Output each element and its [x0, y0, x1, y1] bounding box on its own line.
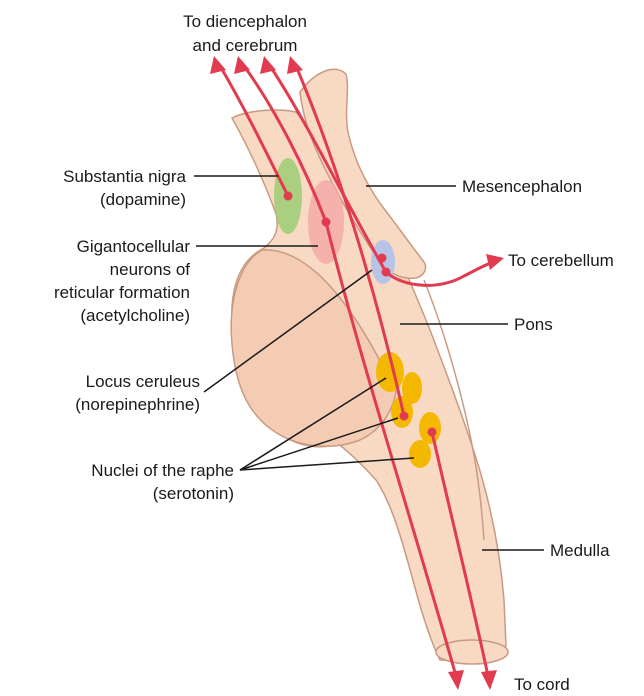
labels: To diencephalon and cerebrum Substantia …	[54, 12, 614, 694]
label-top-line2: and cerebrum	[193, 36, 298, 55]
dot-raphe-2	[427, 427, 437, 437]
tract-reticular-up	[242, 64, 328, 224]
label-cerebellum: To cerebellum	[508, 251, 614, 270]
label-medulla: Medulla	[550, 541, 610, 560]
dot-locus-2	[381, 267, 391, 277]
arrowhead-down-2	[481, 670, 497, 690]
arrowhead-down-1	[448, 670, 464, 690]
label-giganto-line4: (acetylcholine)	[80, 306, 190, 325]
leader-locus	[203, 269, 373, 393]
dot-substantia	[283, 191, 293, 201]
tract-locus-up	[268, 64, 388, 274]
label-substantia-line1: Substantia nigra	[63, 167, 186, 186]
leader-lines	[194, 175, 544, 551]
raphe-nucleus-5	[409, 440, 431, 468]
dot-locus-1	[377, 253, 387, 263]
label-locus-line1: Locus ceruleus	[86, 372, 200, 391]
dot-raphe-1	[399, 411, 409, 421]
projection-tracts	[210, 56, 504, 690]
label-pons: Pons	[514, 315, 553, 334]
label-giganto-line2: neurons of	[110, 260, 191, 279]
dot-reticular	[321, 217, 331, 227]
arrowhead-up-2	[234, 56, 250, 74]
label-giganto-line3: reticular formation	[54, 283, 190, 302]
leader-raphe-3	[239, 457, 415, 471]
tract-substantia-up	[218, 64, 290, 198]
arrowhead-up-4	[287, 56, 303, 74]
leader-raphe-2	[239, 417, 399, 471]
label-raphe-line1: Nuclei of the raphe	[91, 461, 234, 480]
label-locus-line2: (norepinephrine)	[75, 395, 200, 414]
cord-cut-end	[435, 639, 509, 665]
tract-raphe-up	[294, 64, 406, 418]
arrowhead-up-3	[260, 56, 276, 74]
arrowhead-cerebellum	[486, 254, 504, 270]
tract-reticular-down	[324, 220, 458, 678]
tract-to-cerebellum	[384, 260, 496, 287]
label-substantia-line2: (dopamine)	[100, 190, 186, 209]
label-cord: To cord	[514, 675, 570, 694]
leader-raphe-1	[239, 377, 387, 471]
label-giganto-line1: Gigantocellular	[77, 237, 191, 256]
fourth-ventricle-edge	[423, 279, 485, 541]
tract-raphe-down	[430, 430, 490, 678]
label-top-line1: To diencephalon	[183, 12, 307, 31]
label-raphe-line2: (serotonin)	[153, 484, 234, 503]
raphe-nucleus-2	[402, 372, 422, 404]
arrowhead-up-1	[210, 56, 226, 74]
label-mesencephalon: Mesencephalon	[462, 177, 582, 196]
